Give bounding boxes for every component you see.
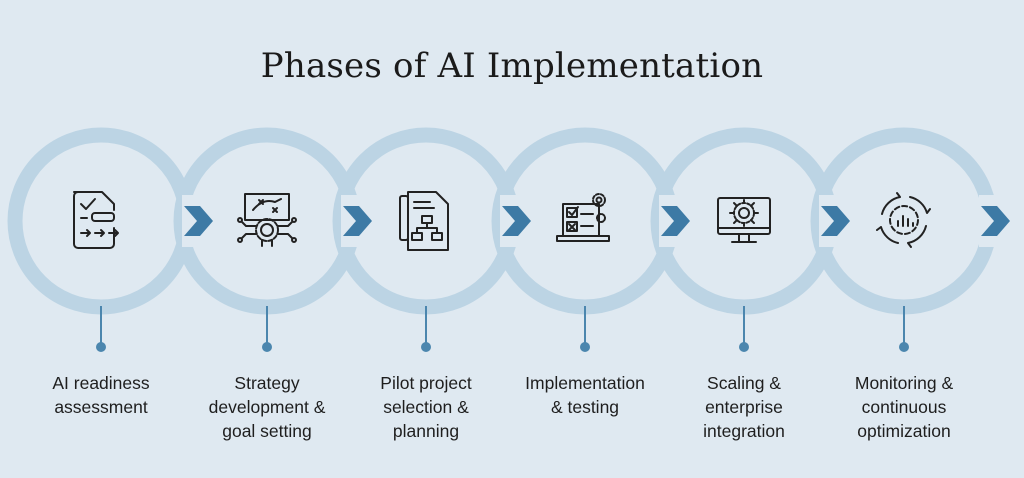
connector-dot [580,342,590,352]
checklist-document-icon [73,191,119,249]
phase-label-line: assessment [54,397,148,417]
phase-label: AI readiness assessment [16,371,186,419]
chevron-arrow-icon [502,206,531,236]
document-flowchart-icon [399,191,449,251]
chevron-arrow-icon [184,206,213,236]
phase-label: Monitoring & continuous optimization [819,371,989,443]
phase-label-line: optimization [857,421,951,441]
phase-label-line: AI readiness [52,373,150,393]
phase-label: Scaling & enterprise integration [659,371,829,443]
phase-label-line: goal setting [222,421,312,441]
phase-label: Pilot project selection & planning [341,371,511,443]
gear-cycle-chart-icon [876,192,931,248]
chevron-arrow-icon [821,206,850,236]
phase-label-line: & testing [550,397,620,417]
phase-label: Strategy development & goal setting [182,371,352,443]
phase-label-line: development & [208,397,326,417]
laptop-checklist-gears-icon [556,193,610,242]
monitor-network-icon [717,197,771,243]
chevron-arrow-icon [343,206,372,236]
phase-label-line: planning [392,421,460,441]
phase-label-line: Pilot project [380,373,472,393]
phase-label-line: Monitoring & [854,373,954,393]
phase-label-line: Implementation [525,373,645,393]
phase-label-line: Scaling & [707,373,781,393]
phase-label: Implementation & testing [500,371,670,419]
chevron-arrow-icon [981,206,1010,236]
connector-dot [421,342,431,352]
connector-dot [96,342,106,352]
connector-dot [262,342,272,352]
phase-label-line: selection & [383,397,469,417]
page-title: Phases of AI Implementation [260,46,764,86]
phase-label-line: enterprise [705,397,783,417]
connector-dot [899,342,909,352]
chevron-arrow-icon [661,206,690,236]
strategy-board-gear-icon [237,193,297,247]
connector-dot [739,342,749,352]
phase-label-line: integration [703,421,785,441]
phase-label-line: Strategy [234,373,300,393]
phase-label-line: continuous [861,397,947,417]
